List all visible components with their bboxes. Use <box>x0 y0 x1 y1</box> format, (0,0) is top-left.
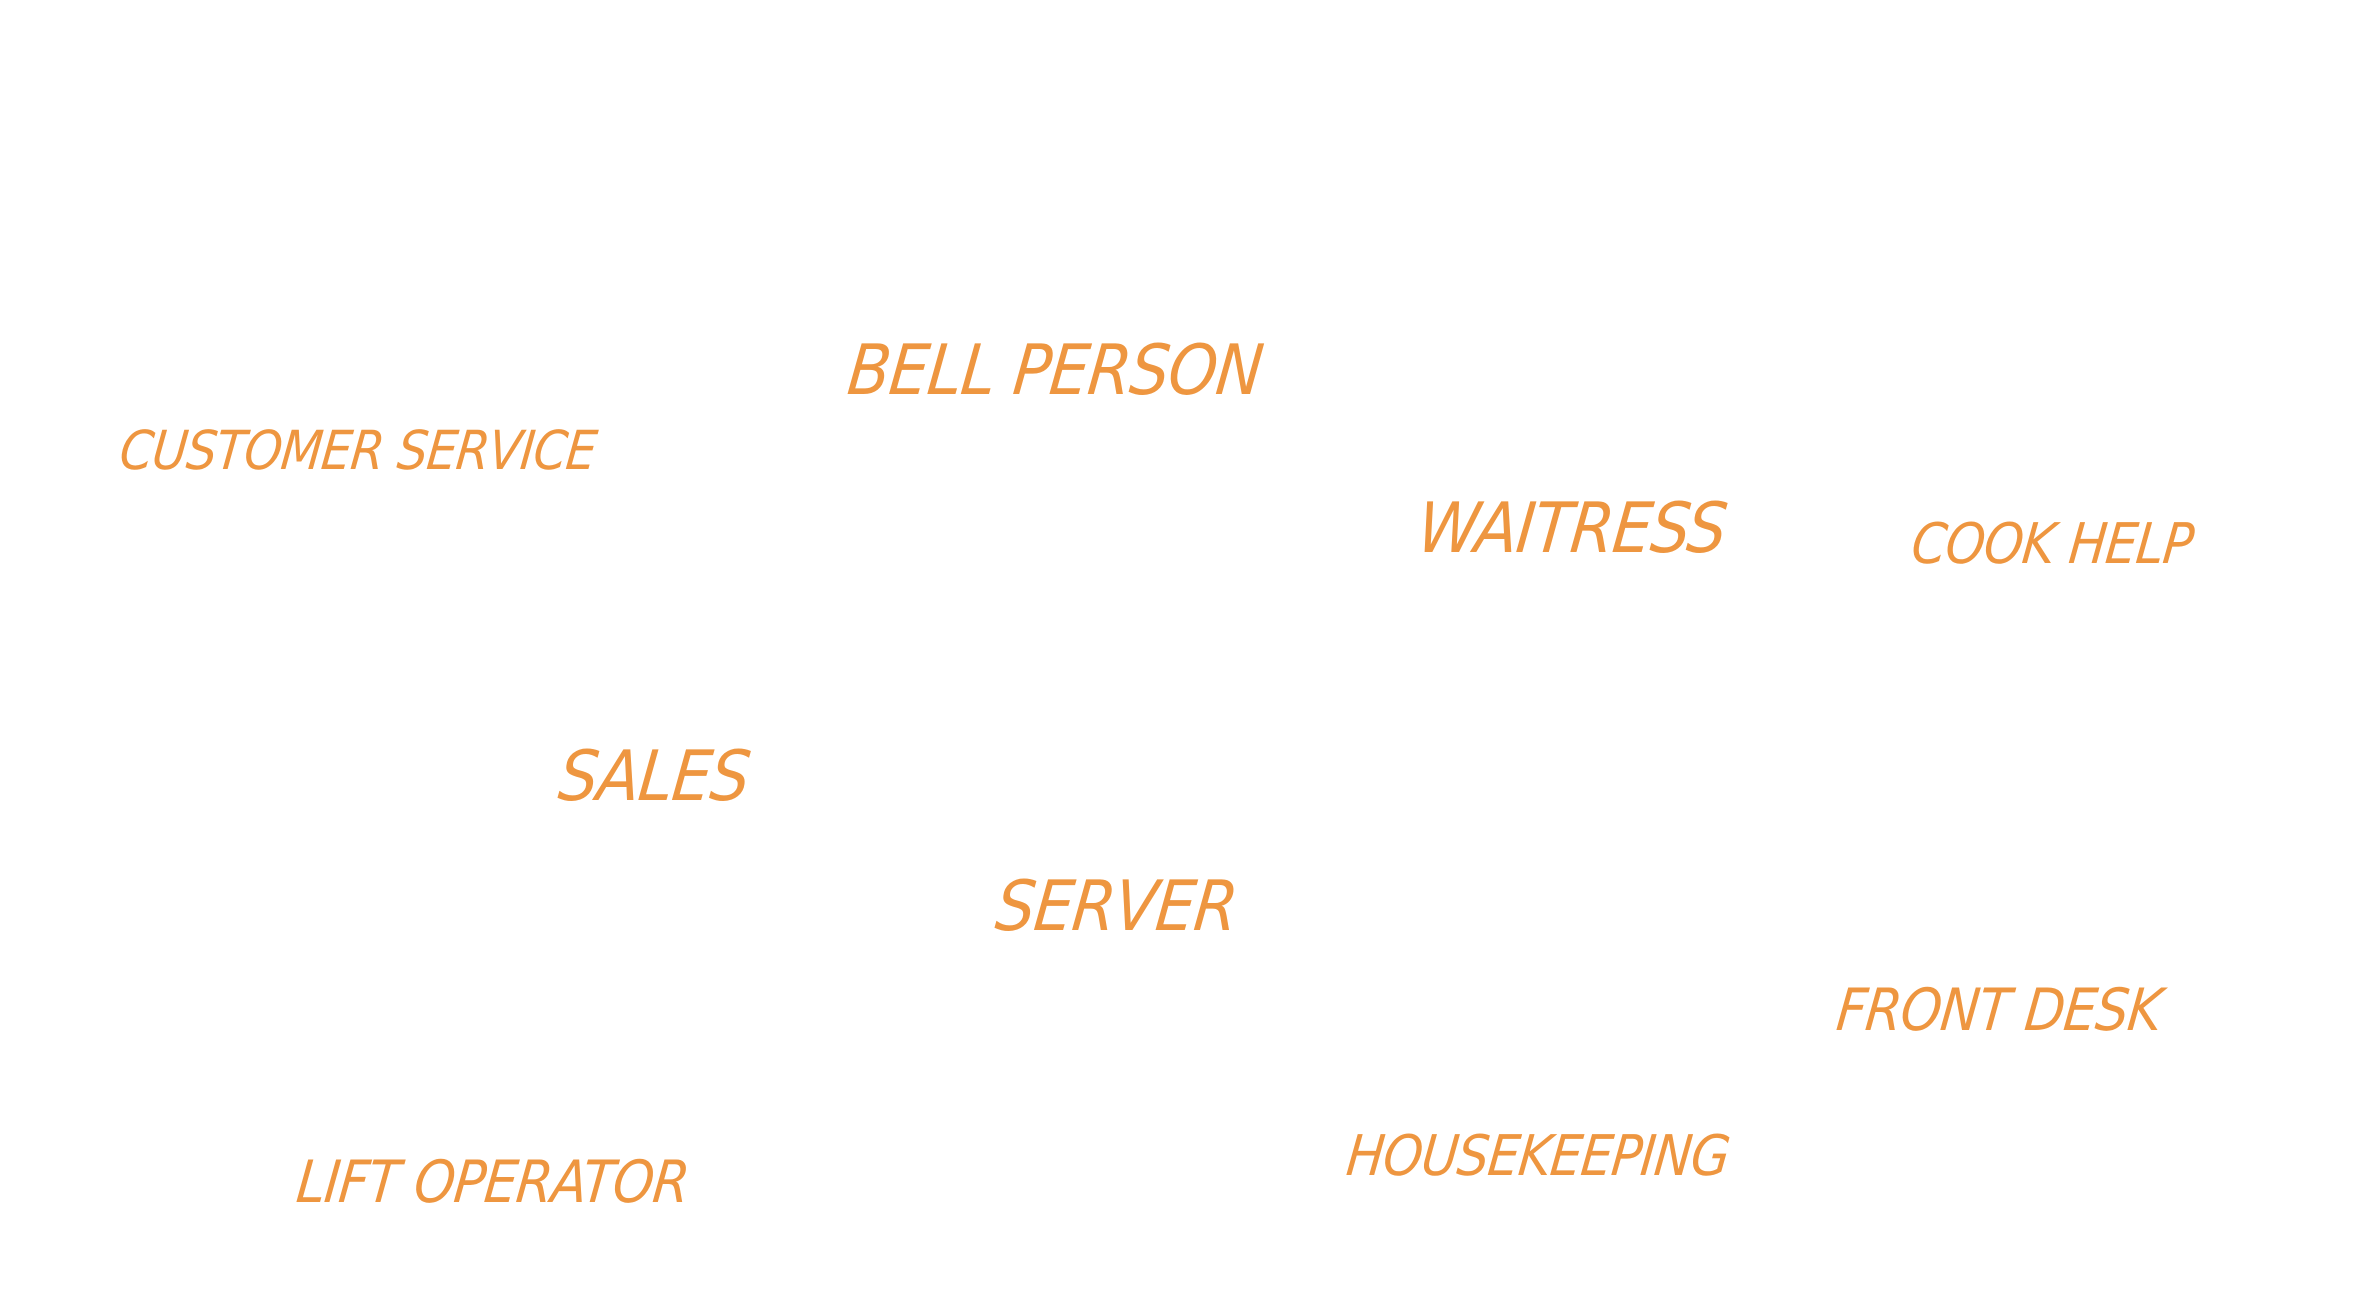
word-waitress: WAITRESS <box>1414 487 1731 570</box>
word-bell-person: BELL PERSON <box>844 329 1267 412</box>
word-cook-help: COOK HELP <box>1908 511 2196 577</box>
word-front-desk: FRONT DESK <box>1833 977 2165 1045</box>
word-sales: SALES <box>555 735 754 818</box>
word-server: SERVER <box>992 865 1241 948</box>
word-housekeeping: HOUSEKEEPING <box>1343 1123 1733 1189</box>
word-customer-service: CUSTOMER SERVICE <box>116 419 600 483</box>
word-lift-operator: LIFT OPERATOR <box>293 1149 692 1217</box>
